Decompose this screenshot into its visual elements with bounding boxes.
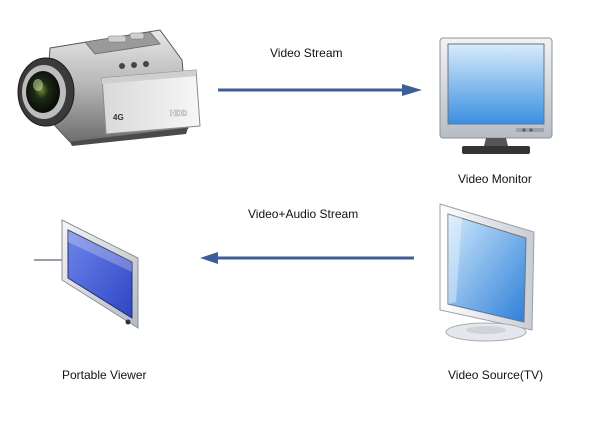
video-stream-label: Video Stream [270, 46, 343, 60]
camcorder-hdd-text: HDD [170, 109, 188, 118]
portable-viewer-label: Portable Viewer [62, 368, 147, 382]
camcorder-4g-text: 4G [113, 113, 124, 122]
video-stream-arrow [218, 84, 422, 96]
video-source-tv-icon [439, 203, 535, 342]
video-monitor-label: Video Monitor [458, 172, 532, 186]
portable-viewer-icon [34, 219, 139, 329]
video-audio-stream-arrow [200, 252, 414, 264]
video-source-tv-label: Video Source(TV) [448, 368, 544, 382]
camcorder-icon: 4G HDD [17, 29, 201, 146]
video-monitor-icon [439, 37, 553, 154]
video-audio-stream-label: Video+Audio Stream [248, 207, 359, 221]
